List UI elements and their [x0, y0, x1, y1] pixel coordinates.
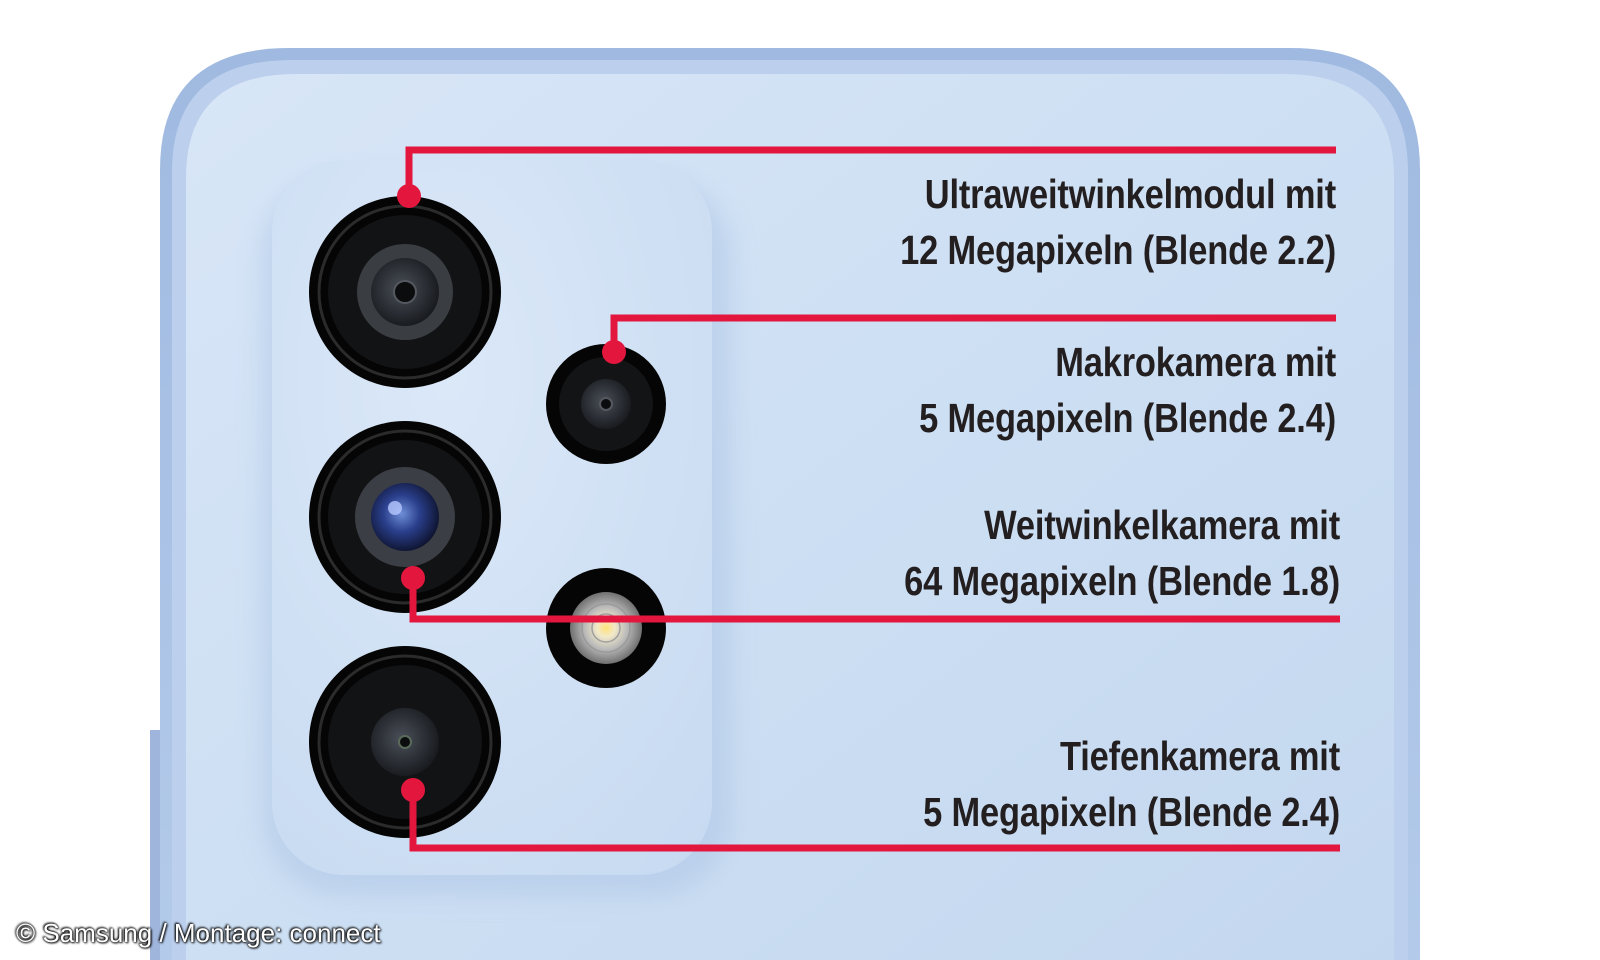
flash-led — [546, 568, 666, 688]
image-credit: © Samsung / Montage: connect — [16, 918, 381, 948]
callout-dot-wide — [401, 566, 425, 590]
callout-line-depth — [409, 790, 1340, 852]
callout-label-macro: Makrokamera mit 5 Megapixeln (Blende 2.4… — [214, 334, 1336, 446]
callout-label-depth-line2: 5 Megapixeln (Blende 2.4) — [923, 789, 1340, 835]
depth-lens — [309, 646, 501, 838]
callout-label-ultrawide-line2: 12 Megapixeln (Blende 2.2) — [900, 227, 1336, 273]
callout-label-wide: Weitwinkelkamera mit 64 Megapixeln (Blen… — [214, 497, 1340, 609]
callout-dots — [397, 184, 626, 802]
callout-dot-depth — [401, 778, 425, 802]
callout-line-wide — [409, 578, 1340, 623]
callout-label-ultrawide-line1: Ultraweitwinkelmodul mit — [924, 171, 1336, 217]
callout-label-ultrawide: Ultraweitwinkelmodul mit 12 Megapixeln (… — [214, 166, 1336, 278]
callout-dot-macro — [602, 340, 626, 364]
callout-label-wide-line2: 64 Megapixeln (Blende 1.8) — [904, 558, 1340, 604]
callout-label-wide-line1: Weitwinkelkamera mit — [984, 502, 1340, 548]
callout-label-depth-line1: Tiefenkamera mit — [1060, 733, 1340, 779]
main-wide-lens — [309, 421, 501, 613]
callout-dot-ultrawide — [397, 184, 421, 208]
macro-lens — [546, 344, 666, 464]
callout-label-macro-line2: 5 Megapixeln (Blende 2.4) — [919, 395, 1336, 441]
callout-line-ultrawide — [405, 146, 1336, 196]
callout-label-macro-line1: Makrokamera mit — [1055, 339, 1336, 385]
callout-label-depth: Tiefenkamera mit 5 Megapixeln (Blende 2.… — [214, 728, 1340, 840]
